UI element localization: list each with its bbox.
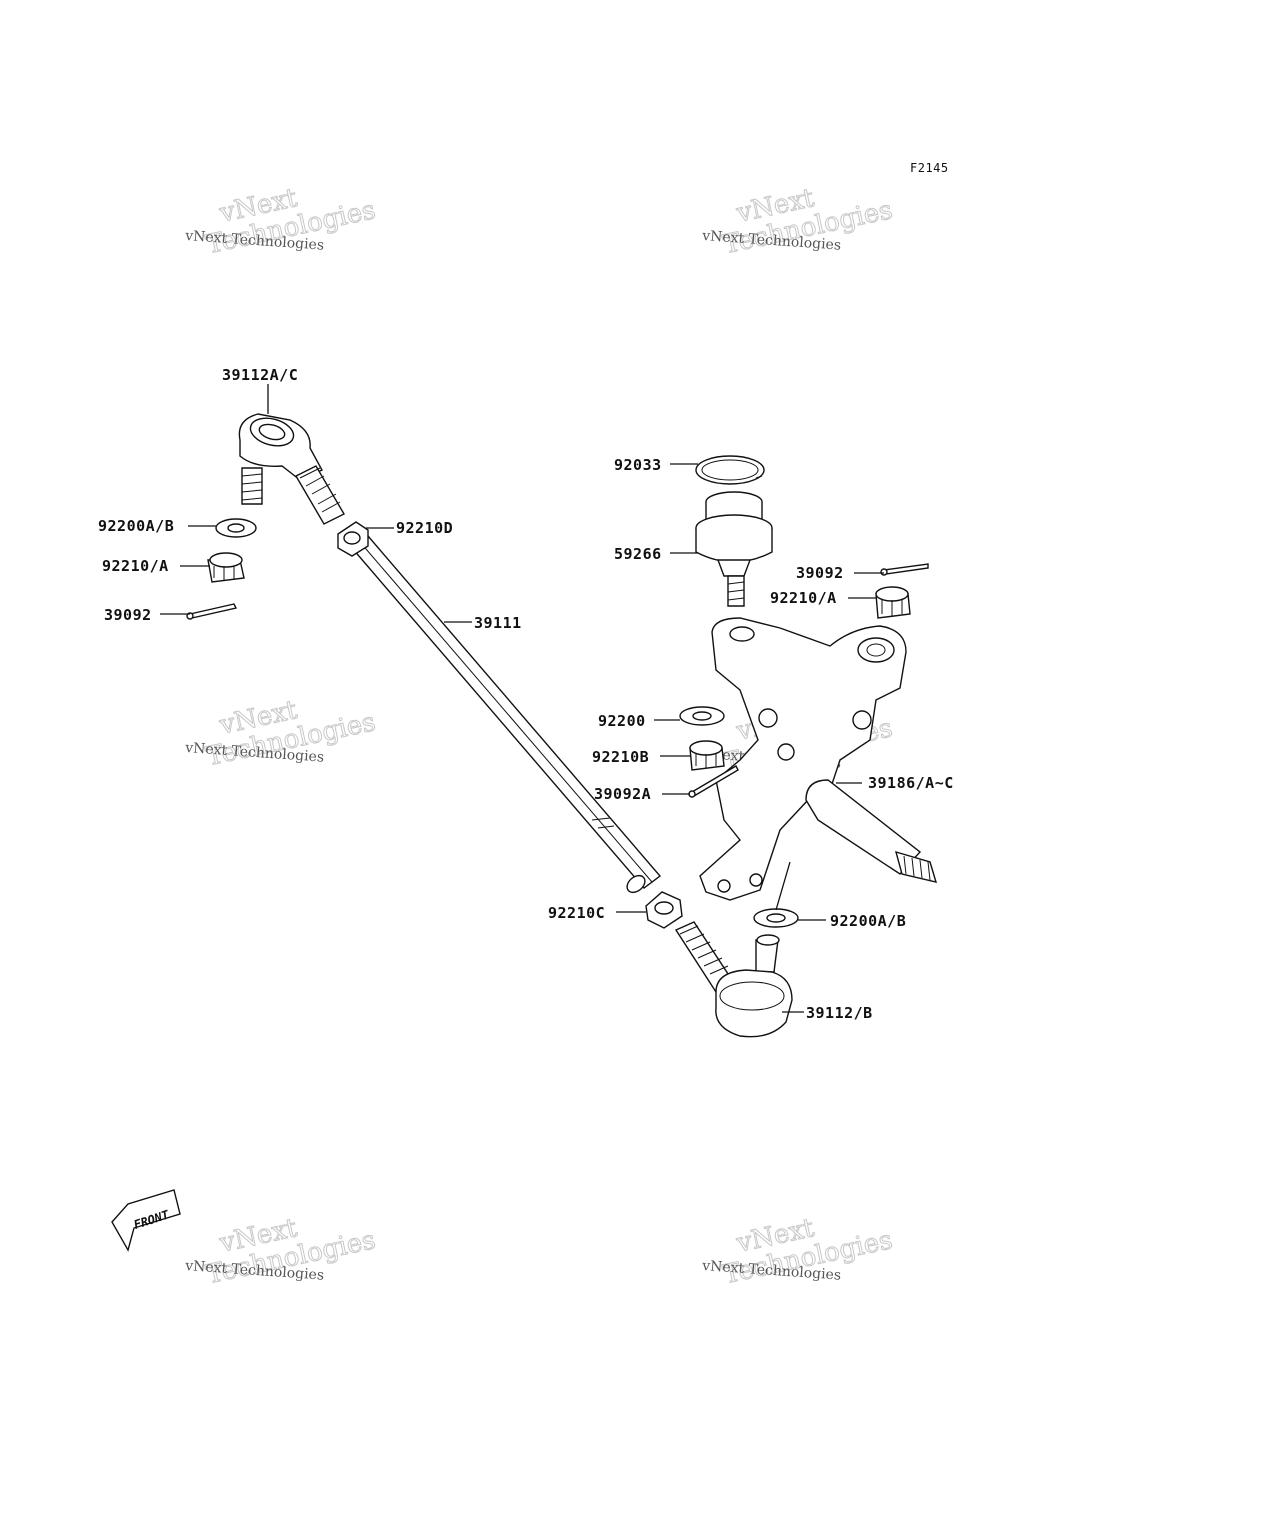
label-92200: 92200 (598, 712, 646, 730)
watermark-top-right: vNext Technologies vNext Technologies (701, 183, 896, 261)
label-92200a-b-right: 92200A/B (830, 912, 906, 930)
leader-lines (160, 384, 884, 1013)
watermark-mid-left: vNext Technologies vNext Technologies (184, 695, 379, 773)
label-92033: 92033 (614, 456, 662, 474)
castle-nut-right-drawing (875, 586, 911, 619)
label-39092a: 39092A (594, 785, 651, 803)
watermark-top-left: vNext Technologies vNext Technologies (184, 183, 379, 261)
label-92210-a-left: 92210/A (102, 557, 169, 575)
cotter-pin-39092a-drawing (688, 765, 739, 798)
cotter-pin-left-drawing (186, 603, 238, 620)
circlip-drawing (695, 455, 765, 485)
label-39092-left: 39092 (104, 606, 152, 624)
watermark-bottom-left: vNext Technologies vNext Technologies (184, 1213, 379, 1291)
label-92210d: 92210D (396, 519, 453, 537)
label-92210c: 92210C (548, 904, 605, 922)
nut-92210d-drawing (337, 521, 369, 557)
label-92210b: 92210B (592, 748, 649, 766)
steering-knuckle-drawing (699, 617, 938, 901)
label-39112-b: 39112/B (806, 1004, 873, 1022)
diagram-ref-code: F2145 (910, 161, 949, 175)
label-39111: 39111 (474, 614, 522, 632)
washer-left-drawing (215, 518, 257, 538)
ball-joint-drawing (695, 491, 773, 607)
washer-92200-drawing (679, 706, 725, 726)
nut-92210c-drawing (645, 891, 683, 929)
label-92210-a-right: 92210/A (770, 589, 837, 607)
castle-nut-92210b-drawing (689, 740, 725, 771)
label-59266: 59266 (614, 545, 662, 563)
cotter-pin-right-drawing (880, 563, 929, 576)
tie-rod-end-lower-drawing (674, 921, 793, 1038)
castle-nut-left-drawing (207, 552, 245, 583)
tie-rod-drawing (350, 535, 662, 894)
label-39112a-c: 39112A/C (222, 366, 298, 384)
tie-rod-end-upper-drawing (238, 413, 345, 525)
washer-right-drawing (753, 908, 799, 928)
front-direction-arrow: FRONT (111, 1189, 181, 1252)
watermark-bottom-right: vNext Technologies vNext Technologies (701, 1213, 896, 1291)
label-39186-a-c: 39186/A~C (868, 774, 954, 792)
label-92200a-b-left: 92200A/B (98, 517, 174, 535)
label-39092-right: 39092 (796, 564, 844, 582)
